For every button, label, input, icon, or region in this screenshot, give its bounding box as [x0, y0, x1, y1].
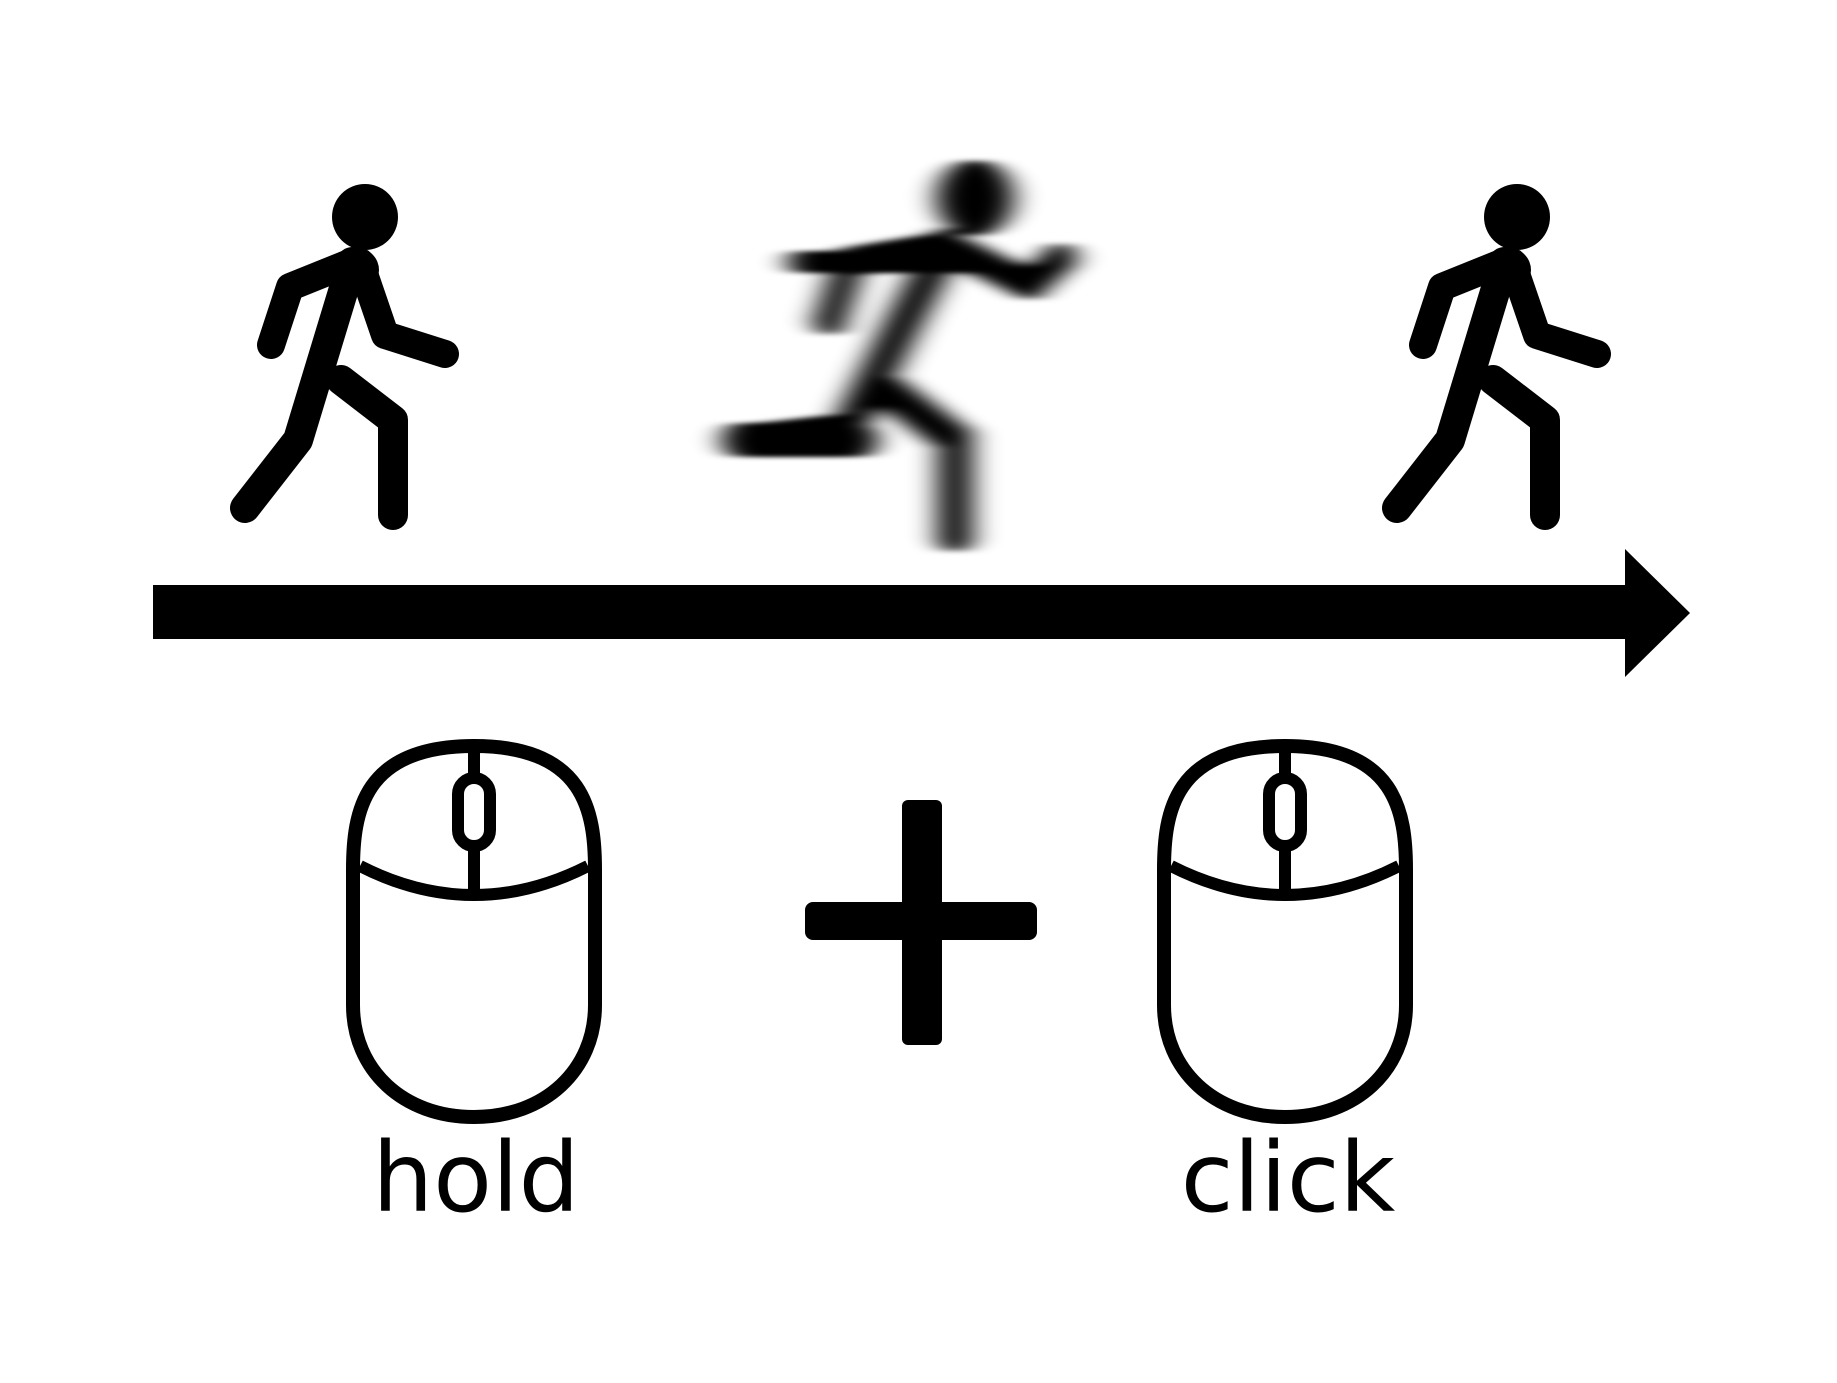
running-person-icon [723, 160, 1075, 552]
mouse-hold-icon [353, 746, 595, 1117]
mouse-click-icon [1164, 746, 1406, 1117]
timeline-arrow [153, 549, 1690, 677]
walking-person-icon-left [245, 184, 445, 515]
walking-person-icon-right [1397, 184, 1597, 515]
hold-label: hold [372, 1122, 580, 1234]
click-label: click [1180, 1122, 1396, 1234]
plus-icon [805, 800, 1037, 1045]
